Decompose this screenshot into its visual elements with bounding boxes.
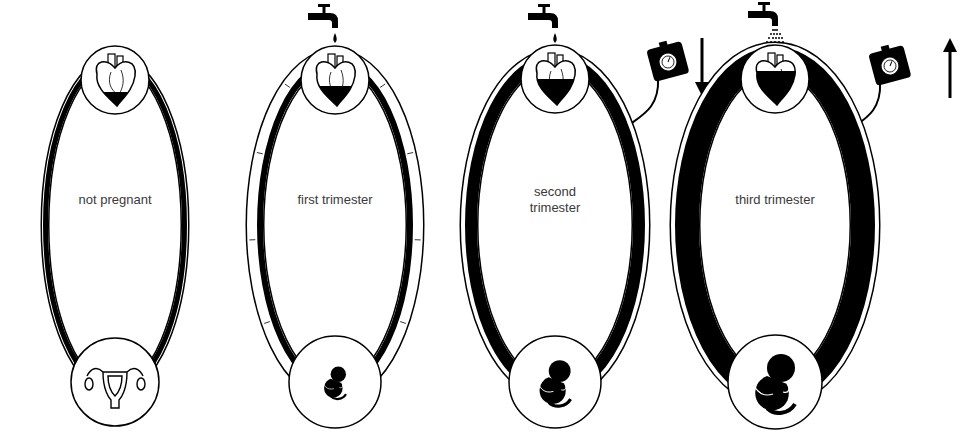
fetus-icon	[289, 336, 381, 428]
heart-icon	[81, 46, 149, 152]
panel-outline	[459, 48, 651, 402]
expansion-tick	[400, 322, 406, 324]
circulation-loop	[249, 46, 420, 428]
uterus-icon	[71, 338, 159, 426]
heart-icon	[301, 46, 369, 146]
fetus-icon	[509, 336, 601, 428]
trimester-label: not pregnant	[73, 192, 157, 208]
faucet-icon	[308, 4, 338, 43]
expansion-tick	[285, 84, 290, 87]
expansion-tick	[407, 153, 413, 154]
circulation-panel: second trimester	[459, 48, 651, 402]
trimester-label: second trimester	[513, 184, 597, 215]
panel-outline	[245, 48, 425, 402]
circulation-panel: first trimester	[245, 48, 425, 402]
expansion-tick	[415, 239, 421, 240]
trimester-label: first trimester	[293, 192, 377, 208]
circulation-loop	[685, 45, 865, 429]
circulation-loop	[469, 45, 641, 428]
heart-icon	[741, 45, 809, 131]
circulation-panel: not pregnant	[40, 55, 190, 395]
expansion-tick	[249, 239, 255, 240]
fetus-icon	[728, 335, 822, 429]
circulation-panel: third trimester	[669, 41, 881, 409]
increase-arrow	[943, 38, 957, 98]
trimester-label: third trimester	[733, 192, 817, 208]
panel-outline	[40, 55, 190, 395]
heart-icon	[521, 45, 589, 139]
expansion-tick	[264, 322, 270, 324]
circulation-loop	[45, 46, 185, 426]
expansion-tick	[380, 84, 385, 87]
faucet-icon	[528, 4, 558, 43]
expansion-tick	[257, 153, 263, 154]
panel-outline	[669, 41, 881, 409]
